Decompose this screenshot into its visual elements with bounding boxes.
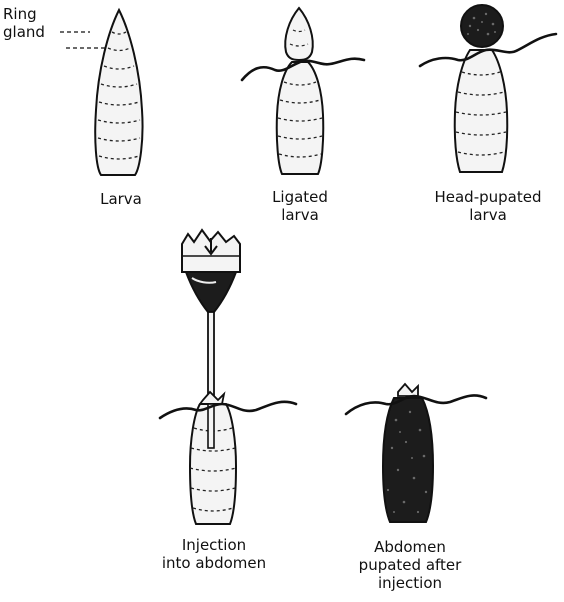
injected-larva xyxy=(160,392,296,524)
caption-injection-into-abdomen: Injection into abdomen xyxy=(150,536,278,572)
caption-head-pupated-larva: Head-pupated larva xyxy=(416,188,560,224)
ligated-larva xyxy=(242,8,364,174)
pupated-abdomen xyxy=(383,398,433,522)
ring-gland-label: Ring gland xyxy=(3,5,45,41)
head-pupated-larva xyxy=(420,5,556,172)
caption-ligated-larva: Ligated larva xyxy=(250,188,350,224)
pupated-head xyxy=(461,5,503,47)
caption-larva: Larva xyxy=(76,190,166,208)
intact-larva xyxy=(60,10,143,175)
caption-abdomen-pupated: Abdomen pupated after injection xyxy=(352,538,468,592)
pupated-abdomen-larva xyxy=(346,384,486,522)
